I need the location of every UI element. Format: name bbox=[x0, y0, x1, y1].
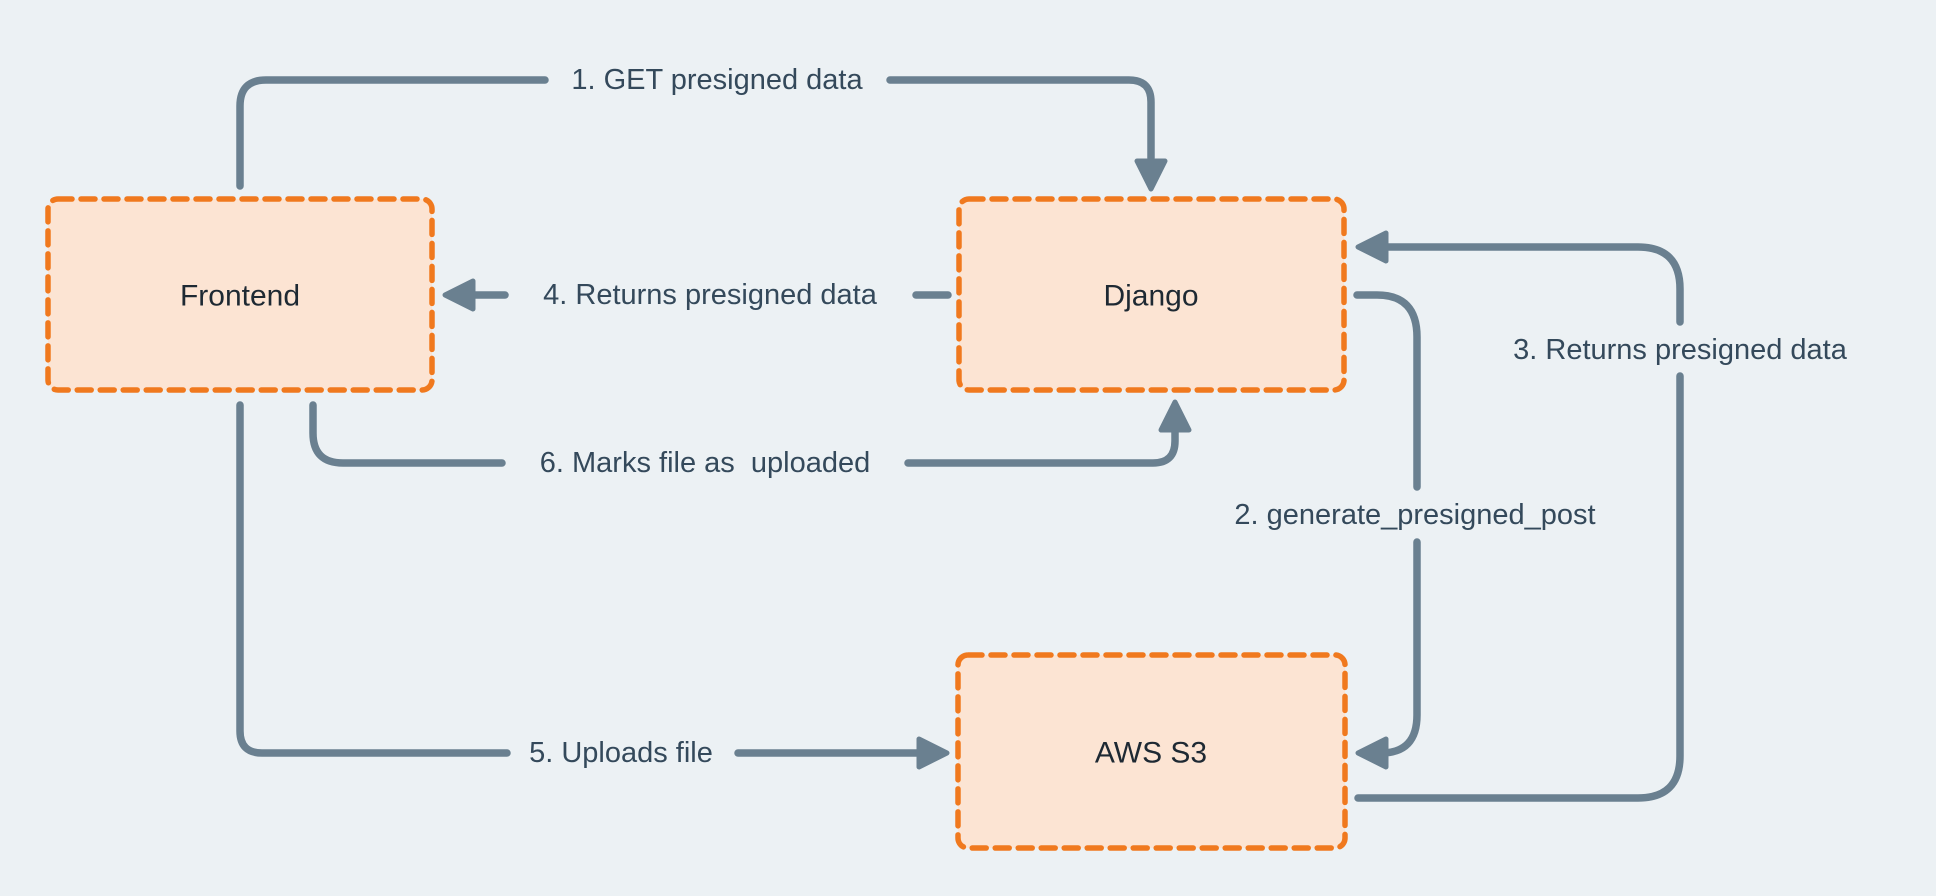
edge-6-segment-left bbox=[309, 401, 506, 467]
edge-3-segment-bottom bbox=[1354, 372, 1684, 802]
edge-6-label: 6. Marks file as uploaded bbox=[540, 447, 870, 479]
edge-1-segment-right bbox=[886, 76, 1155, 162]
node-aws-s3-box bbox=[955, 652, 1348, 851]
node-django-box bbox=[956, 196, 1347, 393]
edge-3-segment-top bbox=[1382, 243, 1684, 326]
edge-3-label: 3. Returns presigned data bbox=[1513, 334, 1848, 366]
edge-4-label: 4. Returns presigned data bbox=[543, 279, 878, 311]
edge-6-arrowhead-up-icon bbox=[1158, 399, 1192, 433]
edge-3-arrowhead-left-icon bbox=[1355, 230, 1389, 264]
edge-4-arrowhead-left-icon bbox=[442, 278, 476, 312]
edge-6-segment-right bbox=[904, 428, 1179, 467]
node-django-label: Django bbox=[1103, 280, 1198, 313]
node-frontend-label: Frontend bbox=[180, 280, 300, 313]
edge-1-arrowhead-down-icon bbox=[1134, 158, 1168, 192]
edge-5-label: 5. Uploads file bbox=[529, 737, 713, 769]
edge-2-segment-top bbox=[1353, 291, 1421, 491]
edge-1-label: 1. GET presigned data bbox=[571, 64, 863, 96]
node-aws-s3-label: AWS S3 bbox=[1095, 737, 1207, 770]
edge-2-arrowhead-left-icon bbox=[1355, 736, 1389, 770]
edge-1-segment-left bbox=[236, 76, 549, 190]
edge-5-segment-left bbox=[236, 401, 511, 757]
node-frontend-box bbox=[45, 196, 435, 393]
edge-2-segment-bottom bbox=[1377, 538, 1421, 757]
edge-2-label: 2. generate_presigned_post bbox=[1234, 499, 1595, 531]
edge-5-arrowhead-right-icon bbox=[916, 736, 950, 770]
